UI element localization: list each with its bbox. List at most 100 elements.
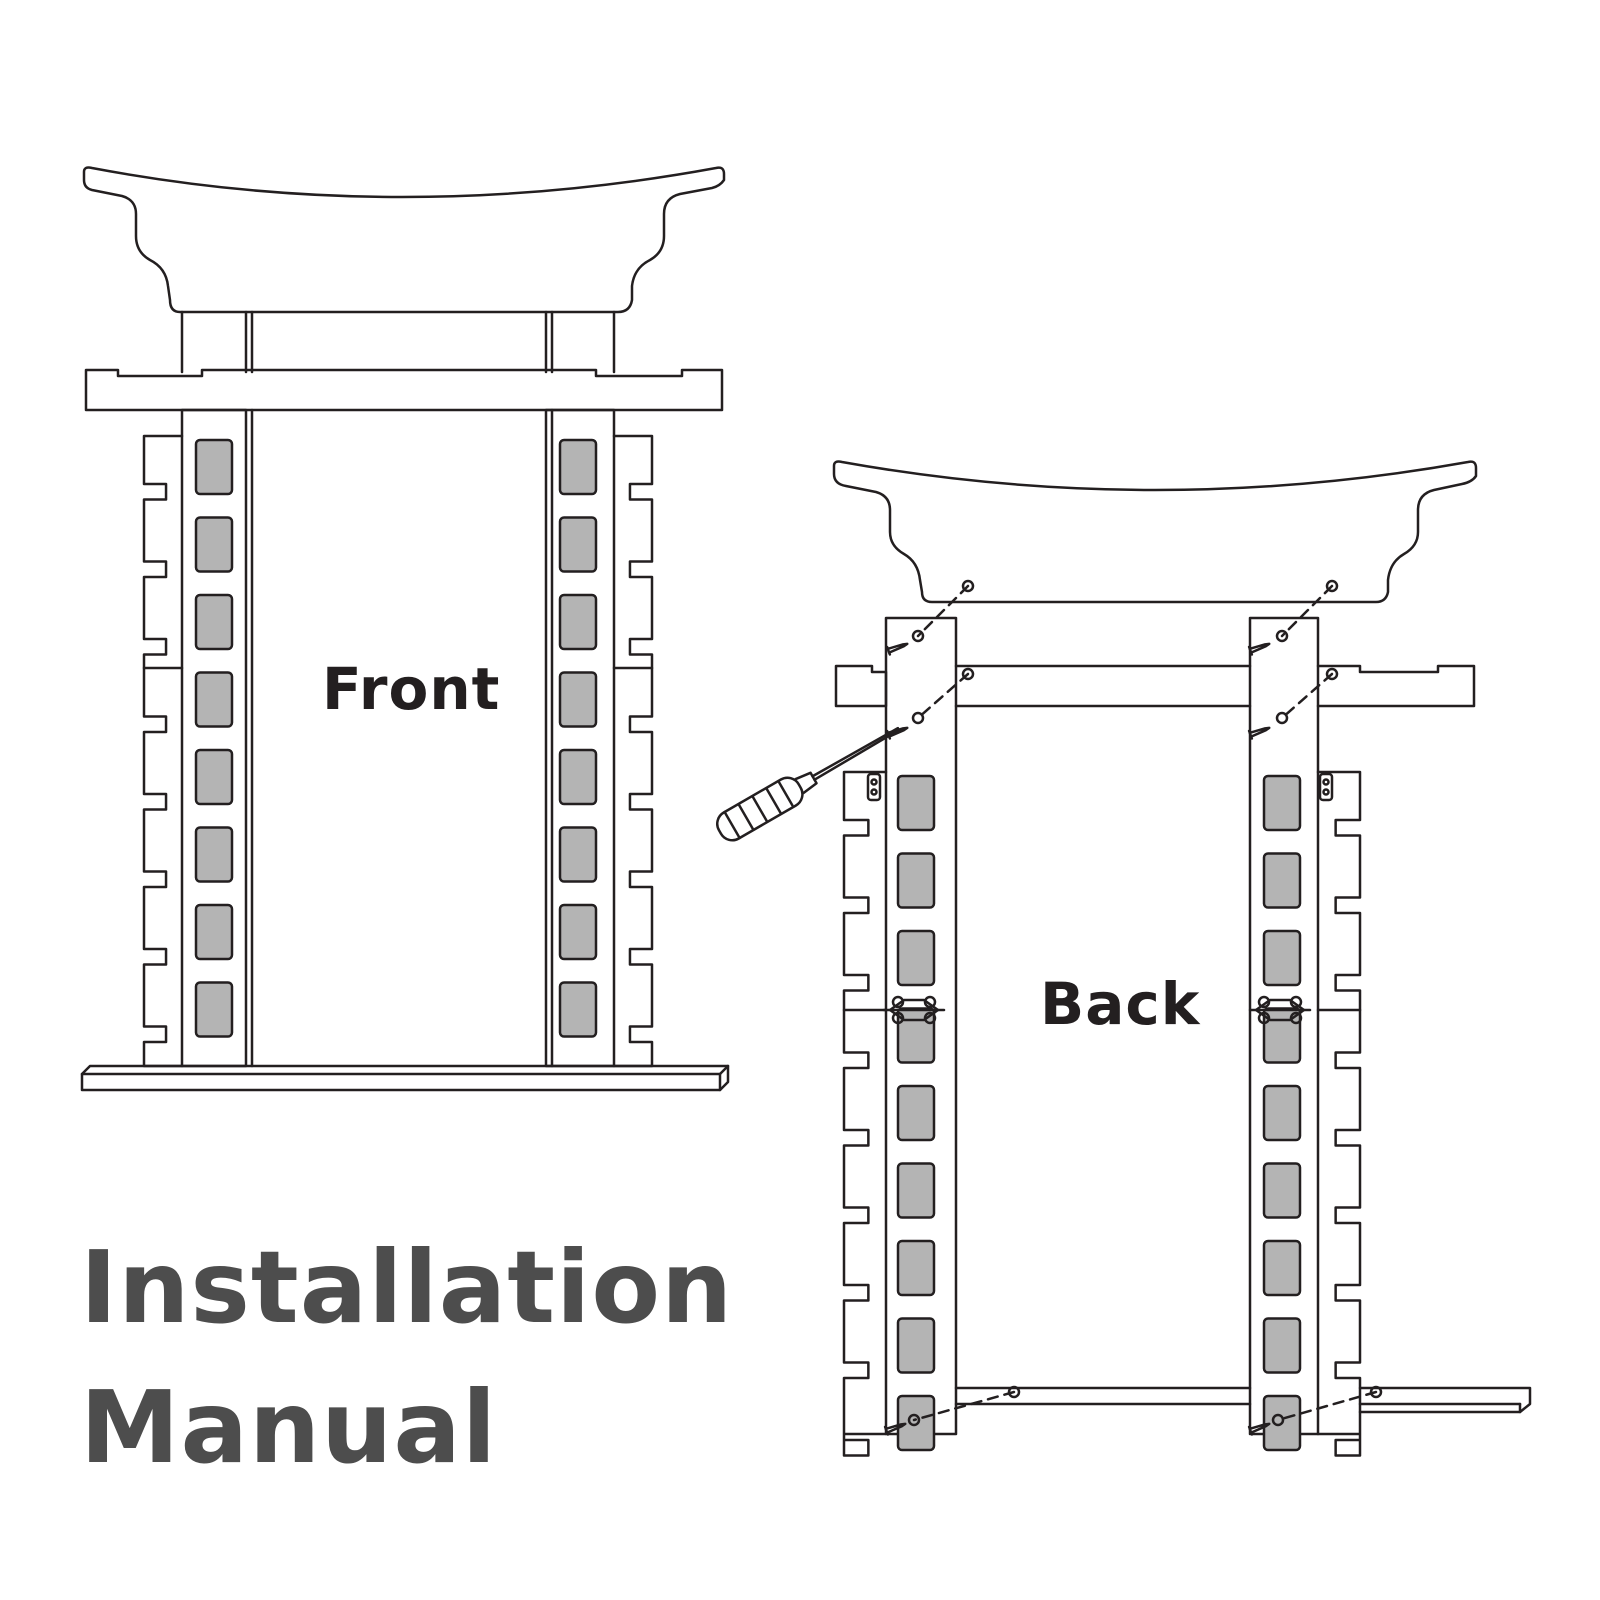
rack-rail <box>544 408 616 1068</box>
screw-hole <box>1275 629 1289 643</box>
rack-rail <box>180 408 248 1068</box>
screw-icon <box>883 1422 907 1436</box>
screw-hole <box>907 1413 921 1427</box>
screw-hole <box>961 579 975 593</box>
screw-shank <box>1248 726 1271 738</box>
back-upper-crossbar <box>834 664 888 708</box>
back-top-crown <box>832 460 1478 604</box>
slot-window <box>194 826 234 883</box>
back-crossbar-right-end <box>1316 664 1476 708</box>
front-left-rack <box>142 408 254 1068</box>
screw-hole <box>961 667 975 681</box>
rack-notched-edge <box>142 434 184 1068</box>
slot-window <box>1262 774 1302 832</box>
slot-window <box>558 903 598 961</box>
hinge-screw <box>923 1011 937 1025</box>
back-fixings <box>866 579 1383 1436</box>
bracket-hole <box>1322 778 1330 786</box>
alignment-guide <box>1280 584 1334 638</box>
slot-window <box>558 826 598 883</box>
screw-hole <box>1275 711 1289 725</box>
slot-window <box>896 852 936 909</box>
alignment-guide <box>1276 1390 1378 1422</box>
slot-window <box>194 438 234 496</box>
screw-shank <box>884 1422 907 1434</box>
front-top-crown <box>82 166 726 314</box>
slot-window <box>1262 1084 1302 1142</box>
screw-hole <box>911 711 925 725</box>
slot-window <box>194 981 234 1038</box>
mount-bracket <box>1318 772 1334 802</box>
slot-window <box>194 516 234 573</box>
slot-window <box>896 774 936 832</box>
bracket-hole <box>870 788 878 796</box>
hinge-screw <box>1257 995 1271 1009</box>
screw-hole <box>1007 1385 1021 1399</box>
rack-notched-edge <box>842 770 888 1457</box>
hinge-screw <box>1257 1011 1271 1025</box>
slot-window <box>558 748 598 806</box>
rack-notched-edge <box>1316 770 1362 1457</box>
slot-window <box>194 748 234 806</box>
screwdriver-icon <box>716 726 901 842</box>
slot-window <box>558 981 598 1038</box>
slot-window <box>558 671 598 728</box>
back-right-rack <box>1248 616 1362 1457</box>
hinge-screw <box>923 995 937 1009</box>
page-title: Installation Manual <box>80 1218 733 1498</box>
title-line-1: Installation <box>80 1229 734 1346</box>
alignment-guide <box>1280 672 1334 720</box>
slot-window <box>896 1162 936 1219</box>
slot-window <box>1262 852 1302 909</box>
slot-window <box>1262 1239 1302 1297</box>
screw-hole <box>1369 1385 1383 1399</box>
screw-hole <box>1271 1413 1285 1427</box>
front-base-corner <box>718 1064 730 1076</box>
bracket-hole <box>870 778 878 786</box>
screw-hole <box>1325 579 1339 593</box>
slot-window <box>194 671 234 728</box>
screw-icon <box>1247 642 1271 656</box>
screw-shank <box>1248 1422 1271 1434</box>
slot-window <box>1262 929 1302 987</box>
rack-notched-edge <box>612 434 654 1068</box>
screw-icon <box>885 642 909 656</box>
front-upper-crossbar <box>84 368 724 412</box>
hinge-screw <box>1289 995 1303 1009</box>
slot-window <box>1262 1317 1302 1374</box>
mount-bracket <box>866 772 882 802</box>
screw-hole <box>911 629 925 643</box>
slot-window <box>558 516 598 573</box>
hinge-screw <box>891 995 905 1009</box>
slot-window <box>1262 1007 1302 1064</box>
alignment-guide <box>916 672 970 720</box>
slot-window <box>1262 1162 1302 1219</box>
screw-shank <box>1248 642 1271 654</box>
slot-window <box>896 1239 936 1297</box>
screw-icon <box>1247 1422 1271 1436</box>
slot-window <box>194 593 234 651</box>
slot-window <box>558 593 598 651</box>
front-view <box>80 166 730 1092</box>
slot-window <box>896 1007 936 1064</box>
slot-window <box>194 903 234 961</box>
title-line-2: Manual <box>80 1369 498 1486</box>
slot-window <box>558 438 598 496</box>
alignment-guide <box>912 1390 1016 1422</box>
front-view-label: Front <box>322 655 501 723</box>
bracket-hole <box>1322 788 1330 796</box>
screw-shank <box>886 642 909 654</box>
back-view <box>716 460 1532 1457</box>
slot-window <box>896 929 936 987</box>
hinge-screw <box>1289 1011 1303 1025</box>
back-left-rack <box>842 616 958 1457</box>
alignment-guide <box>916 584 970 638</box>
slot-window <box>896 1317 936 1374</box>
back-base-right <box>1358 1386 1532 1414</box>
front-right-rack <box>544 408 654 1068</box>
slot-window <box>896 1394 936 1452</box>
screw-icon <box>1247 726 1271 740</box>
screw-hole <box>1325 667 1339 681</box>
